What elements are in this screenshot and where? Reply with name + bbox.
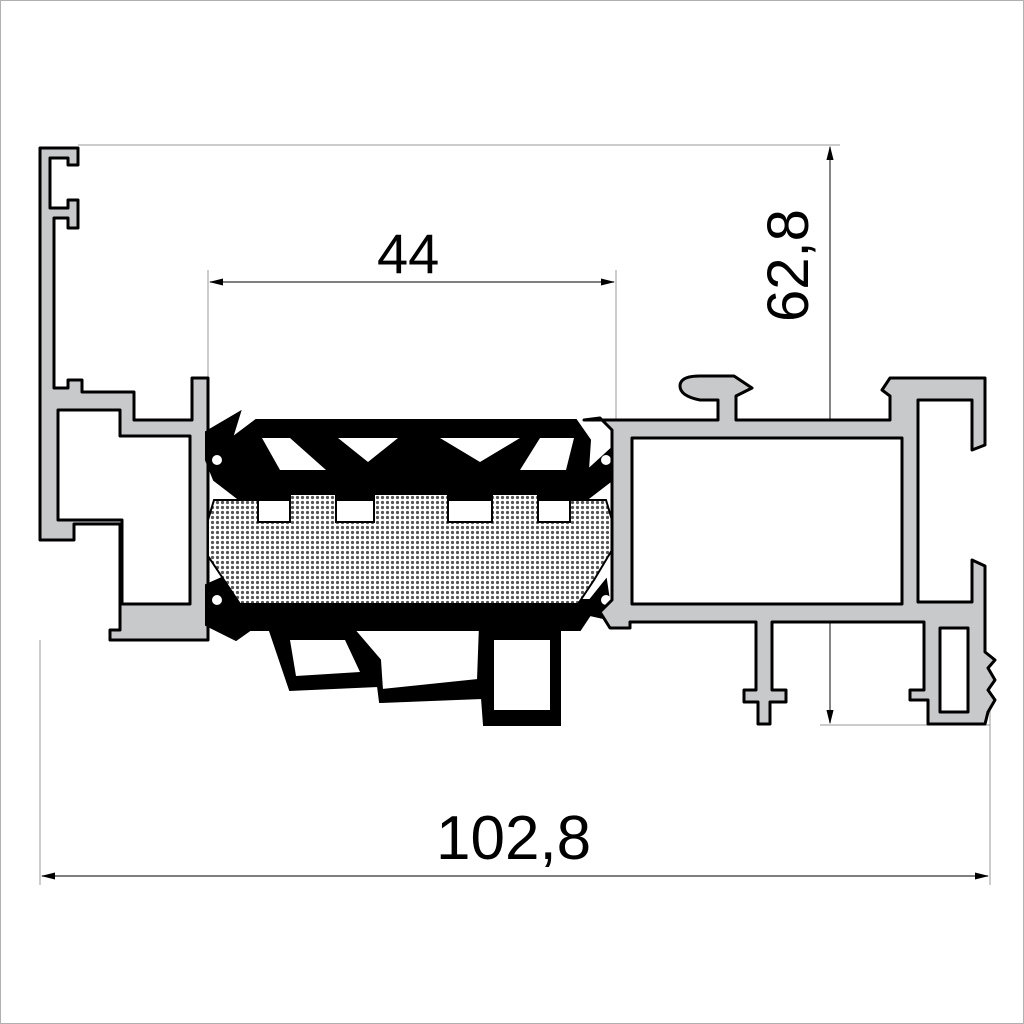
dimension-glazing-width: 44: [377, 222, 440, 285]
right-sash-profile: [582, 374, 997, 726]
dimension-overall-height: 62,8: [756, 209, 821, 322]
left-frame-profile: [38, 146, 210, 642]
thermal-break-voids: [212, 438, 611, 710]
insulation-foam: [207, 493, 613, 605]
dimension-overall-width: 102,8: [436, 804, 592, 873]
